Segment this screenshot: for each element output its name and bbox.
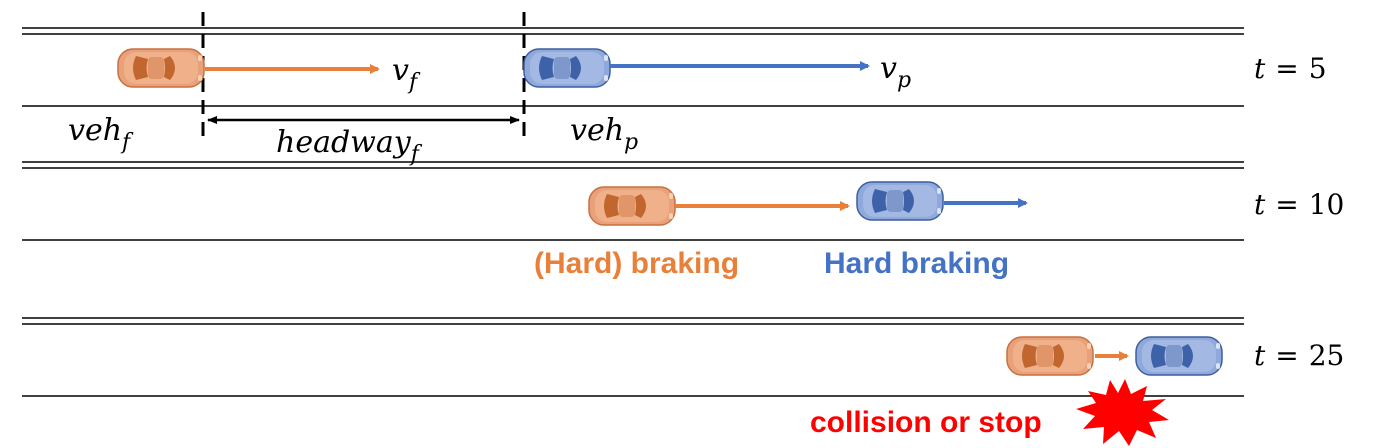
headway-label: headwayf	[276, 125, 423, 167]
leader-braking-label: Hard braking	[824, 247, 1009, 280]
follower-vehicle-label: vehf	[68, 113, 134, 155]
blue-car-icon	[856, 181, 944, 221]
follower-braking-label: (Hard) braking	[534, 247, 739, 280]
orange-car-icon	[588, 186, 676, 226]
panel-t25: collision or stop t=25	[22, 317, 1344, 446]
leader-vehicle-label: vehp	[570, 113, 638, 155]
panel-t10: (Hard) braking Hard braking t=10	[22, 161, 1344, 280]
blue-car-icon	[1135, 336, 1223, 376]
panel-t5: vf vp vehf vehp headwayf t=5	[22, 12, 1327, 167]
blue-car-icon	[523, 48, 611, 88]
orange-car-icon	[117, 48, 205, 88]
leader-velocity-label: vp	[880, 51, 911, 93]
follower-velocity-label: vf	[392, 53, 421, 95]
time-label-t5: t=5	[1254, 52, 1327, 85]
time-label-t25: t=25	[1254, 339, 1344, 372]
time-label-t10: t=10	[1254, 188, 1344, 221]
explosion-icon	[1076, 379, 1169, 446]
orange-car-icon	[1006, 336, 1094, 376]
collision-label: collision or stop	[810, 406, 1042, 439]
